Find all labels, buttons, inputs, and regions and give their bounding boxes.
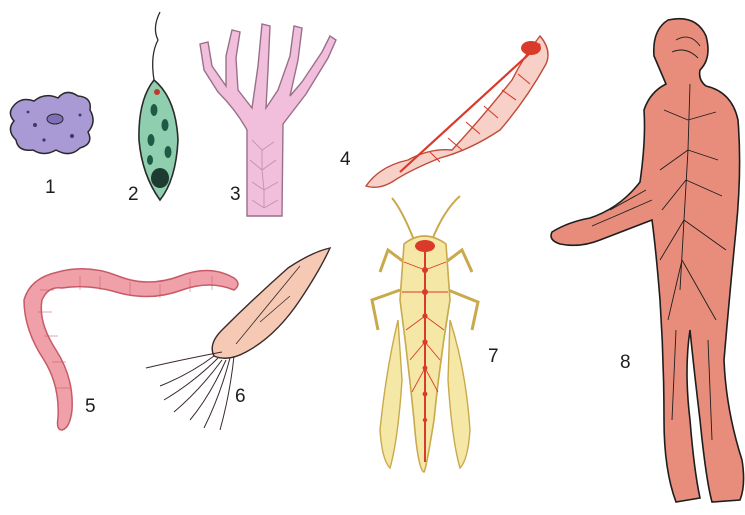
label-5: 5 [85, 396, 96, 417]
hydra-illustration [200, 24, 336, 216]
label-7: 7 [488, 346, 499, 367]
label-2: 2 [128, 184, 139, 205]
human-illustration [551, 19, 744, 502]
fish-illustration [366, 36, 548, 187]
label-6: 6 [235, 386, 246, 407]
label-3: 3 [230, 184, 241, 205]
amoeba-illustration [10, 92, 93, 153]
insect-illustration [372, 196, 478, 472]
label-8: 8 [620, 352, 631, 373]
earthworm-illustration [24, 269, 238, 430]
euglena-illustration [139, 12, 178, 200]
label-1: 1 [45, 177, 56, 198]
label-4: 4 [340, 149, 351, 170]
